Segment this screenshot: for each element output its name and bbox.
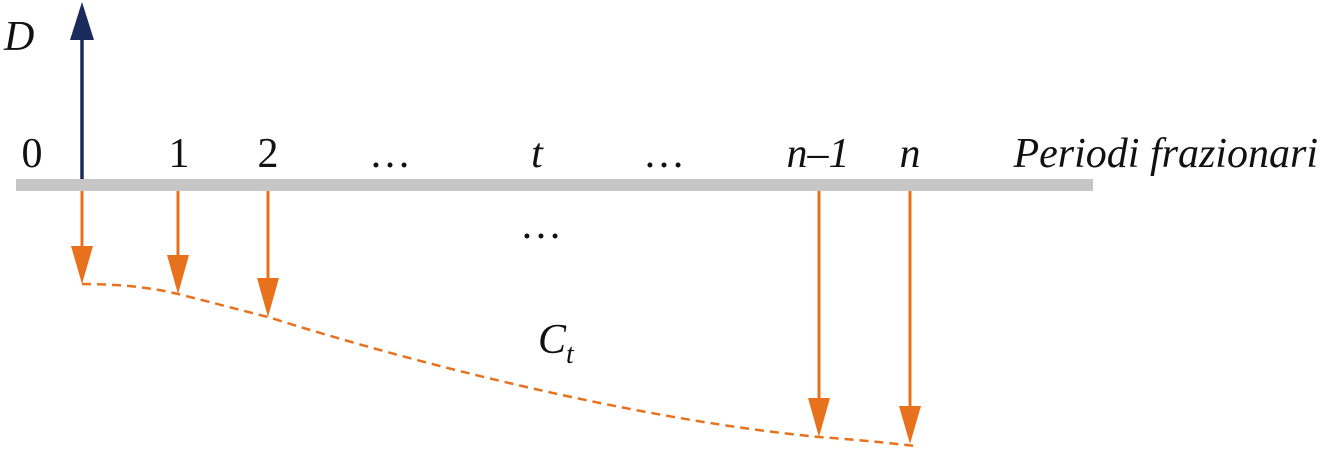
tick-label-t: t	[531, 131, 544, 177]
tick-label-1: 1	[169, 131, 190, 177]
axis-label: Periodi frazionari	[1012, 131, 1318, 177]
installment-label: Ct	[538, 317, 575, 370]
loan-label: D	[3, 14, 34, 60]
installment-label-main: C	[538, 317, 567, 363]
installments-ellipsis: …	[520, 202, 562, 248]
tick-labels: 0 1 2 … t … n–1 n	[22, 131, 921, 177]
installment-label-subscript: t	[566, 339, 575, 370]
tick-label-ellipsis-left: …	[369, 131, 411, 177]
tick-label-0: 0	[22, 131, 43, 177]
installment-arrow-1	[167, 191, 189, 294]
installment-arrow-n	[899, 191, 921, 444]
loan-arrow	[70, 2, 94, 179]
installment-arrow-n-minus-1	[808, 191, 830, 437]
installment-arrow-2	[257, 191, 279, 317]
tick-label-ellipsis-right: …	[643, 131, 685, 177]
installment-arrow-0	[71, 191, 93, 284]
time-axis	[16, 179, 1093, 191]
installment-envelope-curve	[81, 282, 916, 448]
tick-label-2: 2	[258, 131, 279, 177]
tick-label-n-minus-1: n–1	[787, 131, 850, 177]
tick-label-n: n	[900, 131, 921, 177]
installment-arrows	[71, 191, 921, 444]
